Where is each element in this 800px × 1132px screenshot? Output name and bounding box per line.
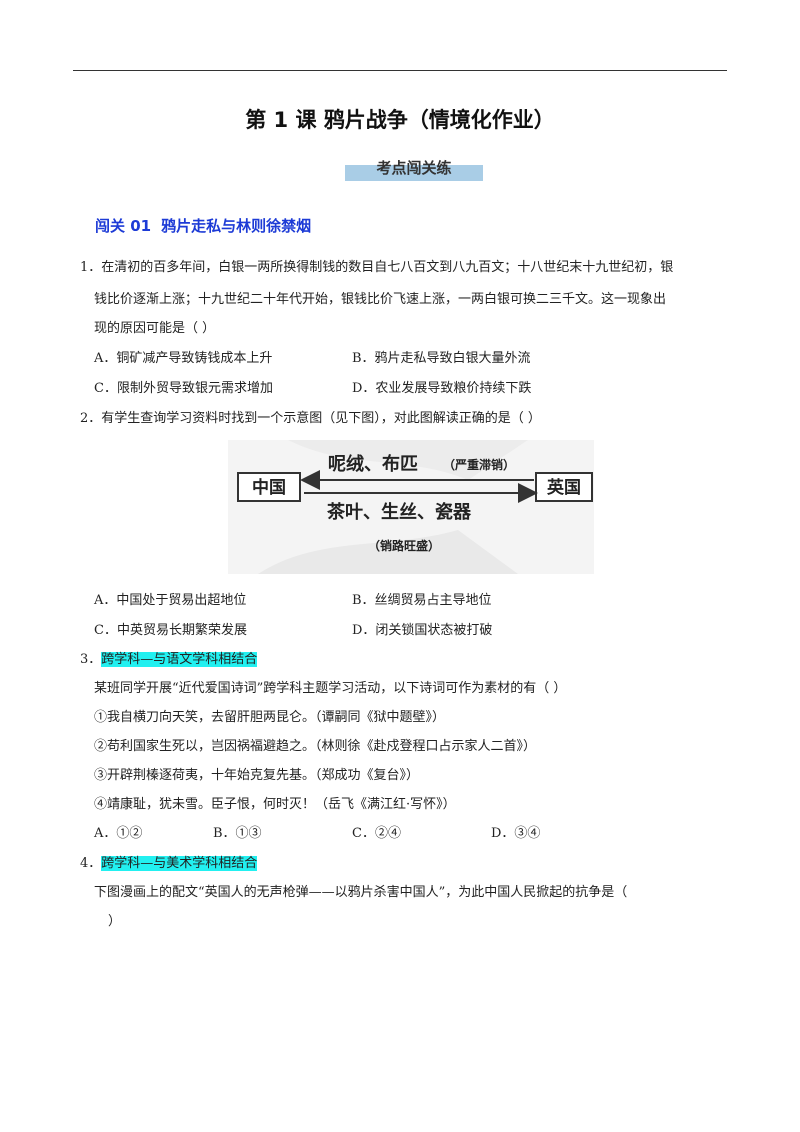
page-title: 第 1 课 鸦片战争（情境化作业） [245, 108, 555, 132]
banner-highlight [345, 165, 483, 181]
q3-option-a: A．①② [94, 826, 143, 841]
china-label: 中国 [252, 477, 286, 498]
q1-option-b: B．鸦片走私导致白银大量外流 [352, 351, 531, 366]
q1-line-1: 1．在清初的百多年间，白银一两所换得制钱的数目自七八百文到八九百文；十八世纪末十… [80, 260, 674, 275]
q3-option-d: D．③④ [491, 826, 541, 841]
china-box [237, 472, 301, 502]
export-goods: 茶叶、生丝、瓷器 [327, 501, 472, 523]
q2-option-b: B．丝绸贸易占主导地位 [352, 593, 492, 608]
section-heading: 闯关 01 鸦片走私与林则徐禁烟 [95, 215, 311, 236]
q1-option-a: A．铜矿减产导致铸钱成本上升 [94, 351, 273, 366]
q3-number: 3． [80, 652, 102, 667]
q4-stem-line-1: 下图漫画上的配文“英国人的无声枪弹——以鸦片杀害中国人”，为此中国人民掀起的抗争… [94, 885, 628, 900]
section-banner: 考点闯关练 [345, 155, 483, 183]
banner-text: 考点闯关练 [376, 159, 452, 177]
q4-tag: 跨学科—与美术学科相结合 [101, 856, 258, 871]
q3-stem: 某班同学开展“近代爱国诗词”跨学科主题学习活动，以下诗词可作为素材的有（ ） [94, 681, 567, 696]
import-goods: 呢绒、布匹 [328, 453, 418, 475]
q2-option-d: D．闭关锁国状态被打破 [352, 623, 493, 638]
q3-header: 3．跨学科—与语文学科相结合 [80, 652, 258, 668]
q1-line-2: 钱比价逐渐上涨；十九世纪二十年代开始，银钱比价飞速上涨，一两白银可换二三千文。这… [94, 292, 667, 307]
q2-stem: 2．有学生查询学习资料时找到一个示意图（见下图），对此图解读正确的是（ ） [80, 411, 541, 426]
trade-diagram: 中国 英国 呢绒、布匹 （严重滞销） 茶叶、生丝、瓷器 （销路旺盛） [228, 440, 594, 574]
britain-label: 英国 [547, 477, 581, 498]
export-note: （销路旺盛） [368, 538, 440, 553]
q3-item-4: ④靖康耻，犹未雪。臣子恨，何时灭！（岳飞《满江红·写怀》） [94, 797, 456, 812]
background-shading [288, 440, 528, 480]
q3-item-3: ③开辟荆榛逐荷夷，十年始克复先基。（郑成功《复台》） [94, 768, 420, 783]
trade-diagram-svg: 中国 英国 呢绒、布匹 （严重滞销） 茶叶、生丝、瓷器 （销路旺盛） [228, 440, 594, 574]
q3-option-c: C．②④ [352, 826, 401, 841]
q1-option-c: C．限制外贸导致银元需求增加 [94, 381, 273, 396]
section-title: 鸦片走私与林则徐禁烟 [161, 217, 312, 235]
section-label: 闯关 01 [95, 217, 152, 235]
q4-header: 4．跨学科—与美术学科相结合 [80, 856, 258, 872]
import-note: （严重滞销） [443, 457, 515, 472]
q3-tag: 跨学科—与语文学科相结合 [101, 652, 258, 667]
q1-line-3: 现的原因可能是（ ） [94, 321, 216, 336]
q1-option-d: D．农业发展导致粮价持续下跌 [352, 381, 532, 396]
q4-stem-line-2: ） [108, 914, 122, 929]
q2-option-a: A．中国处于贸易出超地位 [94, 593, 247, 608]
q3-item-2: ②苟利国家生死以，岂因祸福避趋之。（林则徐《赴戍登程口占示家人二首》） [94, 739, 537, 754]
q2-option-c: C．中英贸易长期繁荣发展 [94, 623, 247, 638]
q3-option-b: B．①③ [213, 826, 262, 841]
header-rule [73, 70, 727, 71]
q3-item-1: ①我自横刀向天笑，去留肝胆两昆仑。（谭嗣同《狱中题壁》） [94, 710, 446, 725]
background-shading [258, 530, 518, 574]
q4-number: 4． [80, 856, 102, 871]
